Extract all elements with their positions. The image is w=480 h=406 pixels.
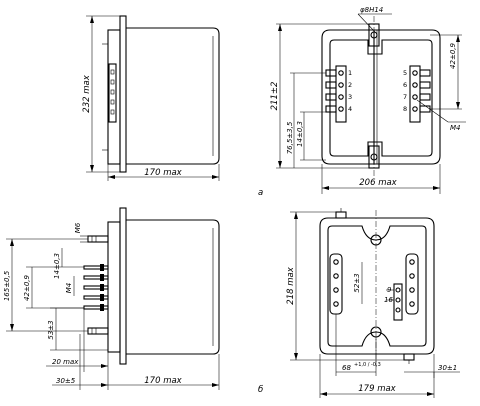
view-a-front: 1 2 3 4 5 6 7 8 φ8Н14 211±2 76,5	[258, 6, 466, 198]
dim-42: 42±0,9	[449, 43, 457, 69]
left-terminal-block-b	[329, 253, 343, 315]
relay-cover	[126, 27, 220, 165]
view-a-side: 232 max 170 max	[82, 15, 220, 181]
dim-53: 53±3	[47, 320, 55, 339]
dim-9: 9	[387, 286, 392, 294]
mounting-flange	[119, 15, 127, 173]
terminal-strip	[108, 63, 117, 123]
term-7: 7	[403, 93, 407, 101]
dim-front-width: 206 max	[359, 178, 397, 188]
dim-30b: 30±1	[438, 364, 457, 372]
dim-m6: M6	[74, 222, 82, 233]
dim-side-height: 232 max	[82, 74, 92, 112]
view-a-label: а	[258, 188, 263, 198]
dim-front-height: 211±2	[270, 82, 280, 111]
dim-m4b: M4	[65, 283, 73, 294]
term-2: 2	[348, 81, 352, 89]
right-terminal-block	[409, 65, 421, 123]
front-frame-b	[319, 217, 435, 355]
term-3: 3	[348, 93, 352, 101]
front-frame	[321, 29, 441, 165]
dim-16: 16	[384, 296, 393, 304]
term-6: 6	[403, 81, 407, 89]
dim-68: 68	[342, 364, 351, 372]
right-terminal-block-b	[405, 253, 419, 315]
dim-30: 30±5	[56, 377, 76, 385]
view-b-label: б	[258, 385, 263, 395]
left-terminal-block	[335, 65, 347, 123]
dim-side-width: 170 max	[144, 168, 182, 178]
view-b-front: 218 max 52±3 9 16 68 +1,0 / -0,3 30±1 17…	[258, 208, 460, 398]
dim-52: 52±3	[353, 273, 361, 292]
term-4: 4	[348, 105, 352, 113]
dim-side-width-b: 170 max	[144, 376, 182, 386]
view-b-side: M6 165±0,5 42±0,9 14±0,3 M4 53±3 20 max	[3, 207, 220, 390]
dim-165: 165±0,5	[3, 270, 11, 301]
dim-20: 20 max	[52, 358, 79, 366]
dim-hole: φ8Н14	[360, 6, 383, 14]
dim-14b: 14±0,3	[53, 253, 61, 279]
dim-68-tol: +1,0 / -0,3	[354, 362, 381, 368]
dim-76: 76,5±3,5	[286, 121, 294, 154]
dim-42b: 42±0,9	[23, 275, 31, 301]
dim-front-width-b: 179 max	[358, 384, 396, 394]
dim-front-height-b: 218 max	[286, 266, 296, 304]
term-8: 8	[403, 105, 407, 113]
relay-cover-b	[126, 219, 220, 355]
back-plate	[107, 29, 121, 165]
term-5: 5	[403, 69, 407, 77]
mounting-flange-b	[119, 207, 127, 365]
dim-m4: M4	[450, 124, 461, 132]
term-1: 1	[348, 69, 352, 77]
dim-14: 14±0,3	[296, 121, 304, 147]
